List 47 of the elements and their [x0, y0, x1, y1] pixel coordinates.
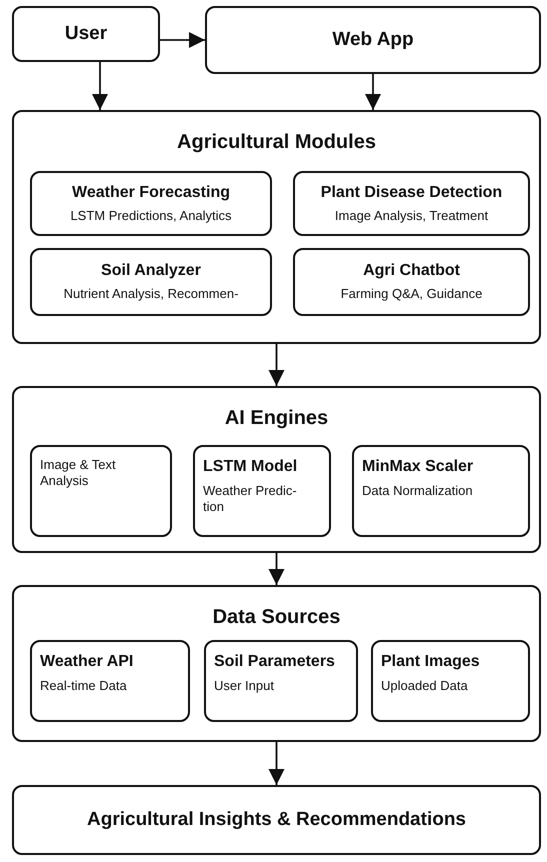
heading: Plant Images	[381, 652, 480, 672]
arrow	[268, 344, 285, 386]
description: Uploaded Data	[381, 678, 468, 694]
heading: Soil Analyzer	[101, 261, 201, 282]
heading: User	[64, 22, 108, 46]
module-card	[30, 640, 190, 722]
heading: Agricultural Insights & Recommendations	[87, 808, 466, 832]
arrow	[268, 553, 285, 585]
description: Weather Predic- tion	[203, 483, 298, 516]
arrow	[160, 32, 205, 48]
heading: LSTM Model	[203, 457, 298, 477]
heading: Data Sources	[212, 605, 340, 630]
section-panel	[12, 585, 541, 742]
arrow	[268, 742, 285, 785]
module-card	[204, 640, 358, 722]
description: Data Normalization	[362, 483, 473, 500]
description: Image Analysis, Treatment	[334, 208, 488, 224]
module-card	[293, 248, 530, 316]
module-card	[30, 248, 272, 316]
process-box	[12, 6, 160, 62]
heading: Plant Disease Detection	[320, 182, 502, 203]
section-panel	[12, 386, 541, 553]
description: User Input	[214, 678, 274, 694]
description: LSTM Predictions, Analytics	[70, 208, 232, 224]
description: Nutrient Analysis, Recommen-	[64, 286, 238, 303]
module-card	[193, 445, 331, 537]
module-card	[352, 445, 530, 537]
process-box	[205, 6, 541, 74]
arrow	[364, 74, 382, 110]
process-box	[12, 785, 541, 855]
section-panel	[12, 110, 541, 344]
description: Image & Text Analysis	[40, 457, 117, 490]
heading: AI Engines	[224, 406, 328, 431]
heading: Weather API	[40, 652, 134, 672]
module-card	[371, 640, 530, 722]
heading: Agri Chatbot	[363, 261, 460, 282]
module-card	[30, 171, 272, 236]
heading: Agricultural Modules	[177, 130, 376, 155]
heading: Web App	[332, 28, 414, 52]
heading: Soil Parameters	[214, 652, 335, 672]
heading: Weather Forecasting	[72, 182, 230, 203]
description: Farming Q&A, Guidance	[340, 286, 482, 303]
heading: MinMax Scaler	[362, 457, 474, 477]
module-card	[30, 445, 172, 537]
module-card	[293, 171, 530, 236]
description: Real-time Data	[40, 678, 127, 694]
arrow	[92, 62, 108, 110]
